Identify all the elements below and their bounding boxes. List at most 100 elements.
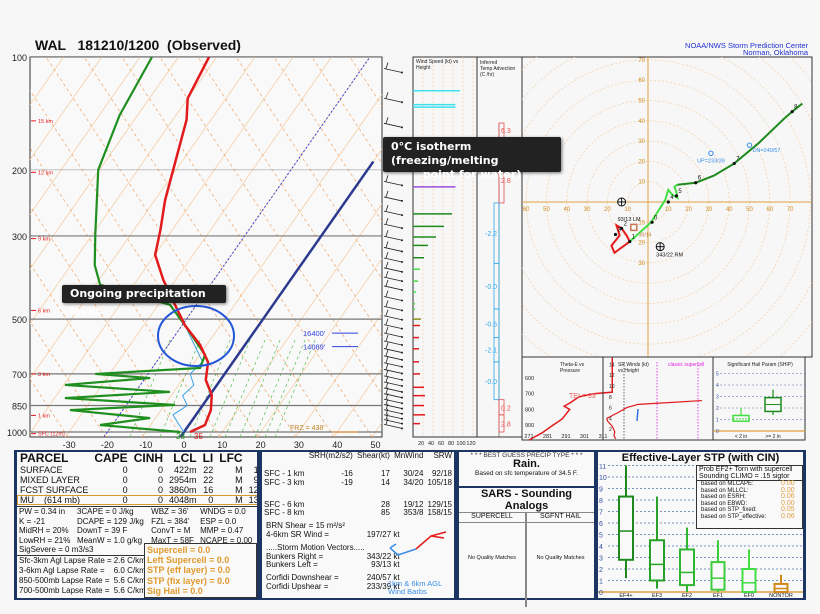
wind-barb-dot bbox=[401, 422, 403, 425]
wind-barb bbox=[383, 375, 403, 381]
wind-barb bbox=[383, 276, 403, 282]
wind-barb-flag bbox=[385, 403, 389, 410]
wind-barb-dot bbox=[401, 335, 403, 338]
isotherm-line bbox=[30, 57, 218, 325]
wind-barb-flag bbox=[385, 190, 389, 198]
dry-adiabat-line bbox=[806, 57, 820, 437]
stp-box bbox=[741, 568, 757, 593]
stp-prob-label: based on ESRH: bbox=[701, 494, 746, 500]
height-label: 3 km bbox=[38, 372, 50, 378]
wind-barb-legend bbox=[389, 531, 447, 556]
wind-speed-title: Wind Speed (kt) vs Height bbox=[416, 59, 459, 71]
lapse-rate-cell: 700-500mb Lapse Rate = bbox=[19, 586, 110, 595]
dry-adiabat-line bbox=[197, 57, 382, 338]
wind-barb-flag bbox=[385, 342, 389, 349]
index-value: DCAPE = 129 J/kg bbox=[76, 516, 144, 526]
bunkers-lm-label: 93/13 LM bbox=[618, 217, 641, 223]
wind-barb-dot bbox=[401, 199, 403, 202]
shear-header: SRW bbox=[433, 451, 452, 460]
parcel-cell: 0 bbox=[122, 485, 128, 495]
wind-barb-dot bbox=[401, 407, 403, 410]
hodograph-km-label: 0 bbox=[654, 215, 658, 221]
temp-advection-value: -0.0 bbox=[485, 379, 497, 386]
index-value: 3CAPE = 0 J/kg bbox=[76, 507, 134, 516]
wind-barb bbox=[383, 398, 403, 404]
wind-barb-flag bbox=[385, 375, 389, 383]
credit-line-2: Norman, Oklahoma bbox=[743, 48, 809, 57]
wind-barb-flag bbox=[385, 92, 389, 99]
kinematics-cell: 4-6km SR Wind = bbox=[266, 529, 329, 539]
hodograph-x-tick: 10 bbox=[624, 207, 631, 213]
precip-header: * * * BEST GUESS PRECIP TYPE * * * bbox=[470, 452, 583, 459]
hodograph-y-tick: 10 bbox=[638, 180, 645, 186]
wind-barb-dot bbox=[401, 412, 403, 415]
wind-barb-dot bbox=[401, 365, 403, 368]
wind-barb-flag bbox=[385, 369, 389, 376]
parcel-cell: 0 bbox=[158, 485, 164, 495]
sr-winds-title: SR Winds (kt) bbox=[618, 362, 649, 368]
height-label: 6 km bbox=[38, 308, 50, 314]
dry-adiabat-line bbox=[692, 57, 820, 437]
stp-title: Effective-Layer STP (with CIN) bbox=[598, 452, 803, 464]
ship-tick: 3 bbox=[716, 395, 719, 401]
temp-tick-label: 20 bbox=[256, 440, 266, 450]
temp-advection-bar bbox=[498, 414, 505, 433]
page-title: WAL 181210/1200 (Observed) bbox=[35, 37, 241, 53]
kinematics-cell: 343/22 kt bbox=[366, 551, 400, 561]
wind-barb-flag bbox=[385, 393, 389, 400]
wind-barb-column bbox=[383, 62, 403, 430]
level-label: 16400' bbox=[303, 329, 326, 338]
stp-prob-label: based on MLCAPE: bbox=[701, 481, 754, 487]
shear-cell bbox=[307, 487, 355, 509]
downshear-marker bbox=[746, 142, 753, 148]
wind-barb-flag bbox=[385, 381, 389, 389]
stp-prob-label: based on STP_effective: bbox=[701, 513, 767, 520]
composite-index: Sig Hail = 0.0 bbox=[147, 585, 203, 596]
pressure-tick-label: 300 bbox=[12, 232, 27, 242]
hodograph-km-label: 2 bbox=[624, 221, 628, 227]
parcel-header: PARCEL bbox=[20, 452, 69, 465]
shear-cell: SFC - 3 km bbox=[264, 477, 305, 487]
dry-adiabat-line bbox=[349, 57, 382, 107]
stp-tick: 2 bbox=[599, 567, 603, 574]
shear-cell: 14 bbox=[381, 477, 390, 487]
parcel-cell: 9688' bbox=[253, 475, 257, 485]
kinematics-cell: 93/13 kt bbox=[371, 560, 400, 570]
wind-speed-tick: 20 bbox=[418, 441, 424, 447]
dry-adiabat-line bbox=[30, 436, 31, 437]
ship-tick: 5 bbox=[716, 372, 719, 378]
stp-category: EF3 bbox=[652, 593, 662, 598]
stp-category: NONTOR bbox=[769, 593, 793, 598]
wind-barb bbox=[383, 369, 403, 374]
wind-barb-flag bbox=[385, 413, 389, 420]
temp-tick-label: 40 bbox=[332, 440, 342, 450]
wind-barb-dot bbox=[401, 343, 403, 346]
stp-tick: 0 bbox=[599, 590, 603, 597]
wind-barb bbox=[383, 404, 403, 409]
stp-prob-row: based on STP_effective:0.06 bbox=[701, 513, 795, 521]
wind-barb bbox=[383, 247, 403, 252]
isotherm-line bbox=[30, 57, 141, 215]
wind-barb bbox=[383, 355, 403, 361]
wind-speed-tick: 100 bbox=[456, 441, 465, 447]
theta-e-title: Theta-E vs bbox=[560, 362, 585, 368]
dry-adiabat-line bbox=[311, 57, 382, 165]
ship-box bbox=[732, 414, 750, 422]
wind-barb-dot bbox=[401, 372, 403, 375]
parcel-cell: 0 bbox=[208, 495, 214, 505]
6km-barb-flag bbox=[430, 531, 447, 537]
shear-cell: SFC - 8 km bbox=[264, 508, 305, 517]
kinematics-row: Bunkers Right =343/22 kt bbox=[265, 551, 401, 562]
index-value: MaxT = 58F bbox=[151, 535, 194, 545]
